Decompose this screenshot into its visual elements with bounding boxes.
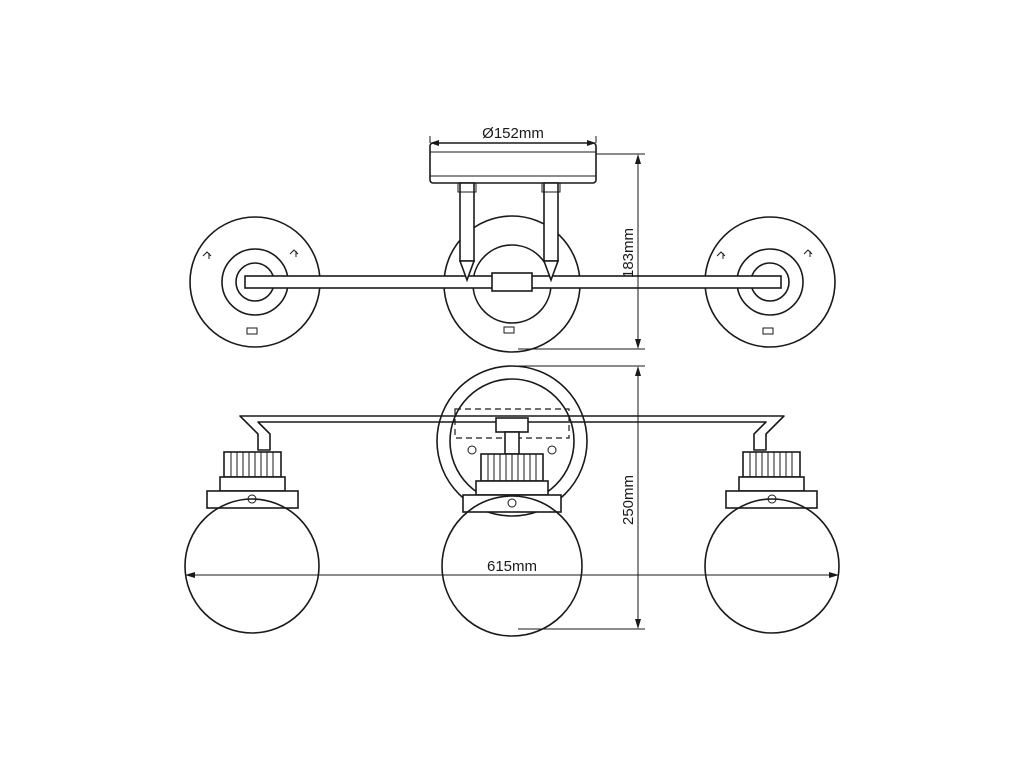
label-top-height: 183mm (620, 228, 637, 278)
dimension-canopy-diameter: Ø152mm (429, 125, 597, 146)
top-stems (457, 182, 561, 283)
label-overall-width: 615mm (487, 558, 537, 575)
top-arm-bar (244, 272, 782, 292)
dimension-front-height: 250mm (518, 365, 645, 630)
dimension-overall-width: 615mm (185, 558, 839, 578)
front-arm-frame (239, 408, 785, 455)
front-left-lamp (184, 451, 320, 634)
front-view (184, 365, 840, 637)
front-center-lamp (441, 453, 583, 637)
dimension-top-height: 183mm (518, 153, 645, 350)
label-canopy-diameter: Ø152mm (482, 125, 544, 142)
top-canopy-plate (429, 142, 597, 184)
top-view (189, 142, 836, 353)
label-front-height: 250mm (620, 475, 637, 525)
front-right-lamp (704, 451, 840, 634)
